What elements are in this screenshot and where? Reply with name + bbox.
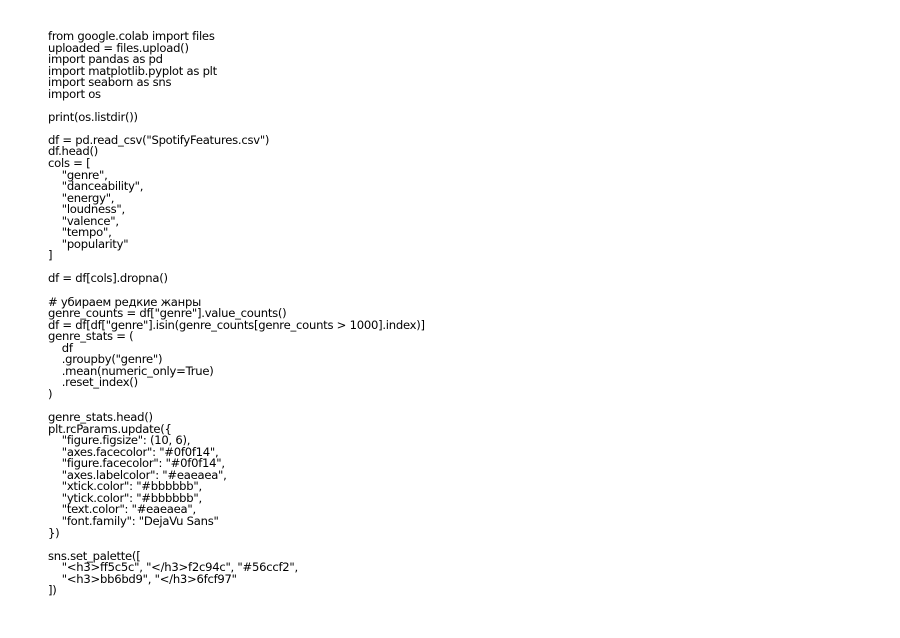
code-line: import pandas as pd xyxy=(48,52,163,67)
code-line: genre_stats = ( xyxy=(48,329,134,344)
code-line: sns.set_palette([ xyxy=(48,548,141,563)
code-line: "text.color": "#eaeaea", xyxy=(48,502,196,517)
code-line: "axes.facecolor": "#0f0f14", xyxy=(48,444,219,459)
code-line: "<h3>ff5c5c", "</h3>f2c94c", "#56ccf2", xyxy=(48,560,298,575)
code-line: "valence", xyxy=(48,213,119,228)
code-line: import os xyxy=(48,86,101,101)
code-line: ] xyxy=(48,248,53,263)
code-line: "axes.labelcolor": "#eaeaea", xyxy=(48,467,227,482)
code-line: print(os.listdir()) xyxy=(48,109,138,124)
code-line: "popularity" xyxy=(48,236,129,251)
code-line: "<h3>bb6bd9", "</h3>6fcf97" xyxy=(48,571,237,586)
code-line: "genre", xyxy=(48,167,108,182)
code-line: plt.rcParams.update({ xyxy=(48,421,172,436)
code-line: df = df[df["genre"].isin(genre_counts[ge… xyxy=(48,317,425,332)
code-line: df xyxy=(48,340,73,355)
code-line: "font.family": "DejaVu Sans" xyxy=(48,513,219,528)
code-line: genre_stats.head() xyxy=(48,410,153,425)
code-line: .reset_index() xyxy=(48,375,138,390)
code-line: "figure.figsize": (10, 6), xyxy=(48,433,191,448)
code-line: df = df[cols].dropna() xyxy=(48,271,168,286)
code-line: import matplotlib.pyplot as plt xyxy=(48,63,217,78)
code-line: # убираем редкие жанры xyxy=(48,294,201,309)
code-line: "loudness", xyxy=(48,202,125,217)
code-line: "ytick.color": "#bbbbbb", xyxy=(48,490,202,505)
code-line: ) xyxy=(48,386,53,401)
code-line: "energy", xyxy=(48,190,115,205)
code-line: df.head() xyxy=(48,144,99,159)
code-line: .mean(numeric_only=True) xyxy=(48,363,214,378)
code-line: ]) xyxy=(48,583,57,598)
code-line: "figure.facecolor": "#0f0f14", xyxy=(48,456,225,471)
code-line: "xtick.color": "#bbbbbb", xyxy=(48,479,202,494)
code-line: from google.colab import files xyxy=(48,29,215,43)
code-line: .groupby("genre") xyxy=(48,352,163,367)
code-line: "tempo", xyxy=(48,225,112,240)
code-line: cols = [ xyxy=(48,156,91,171)
code-line: import seaborn as sns xyxy=(48,75,172,90)
code-line: uploaded = files.upload() xyxy=(48,40,189,55)
code-line: genre_counts = df["genre"].value_counts(… xyxy=(48,306,287,321)
code-line: }) xyxy=(48,525,60,540)
code-line: df = pd.read_csv("SpotifyFeatures.csv") xyxy=(48,132,270,147)
code-line: "danceability", xyxy=(48,179,144,194)
